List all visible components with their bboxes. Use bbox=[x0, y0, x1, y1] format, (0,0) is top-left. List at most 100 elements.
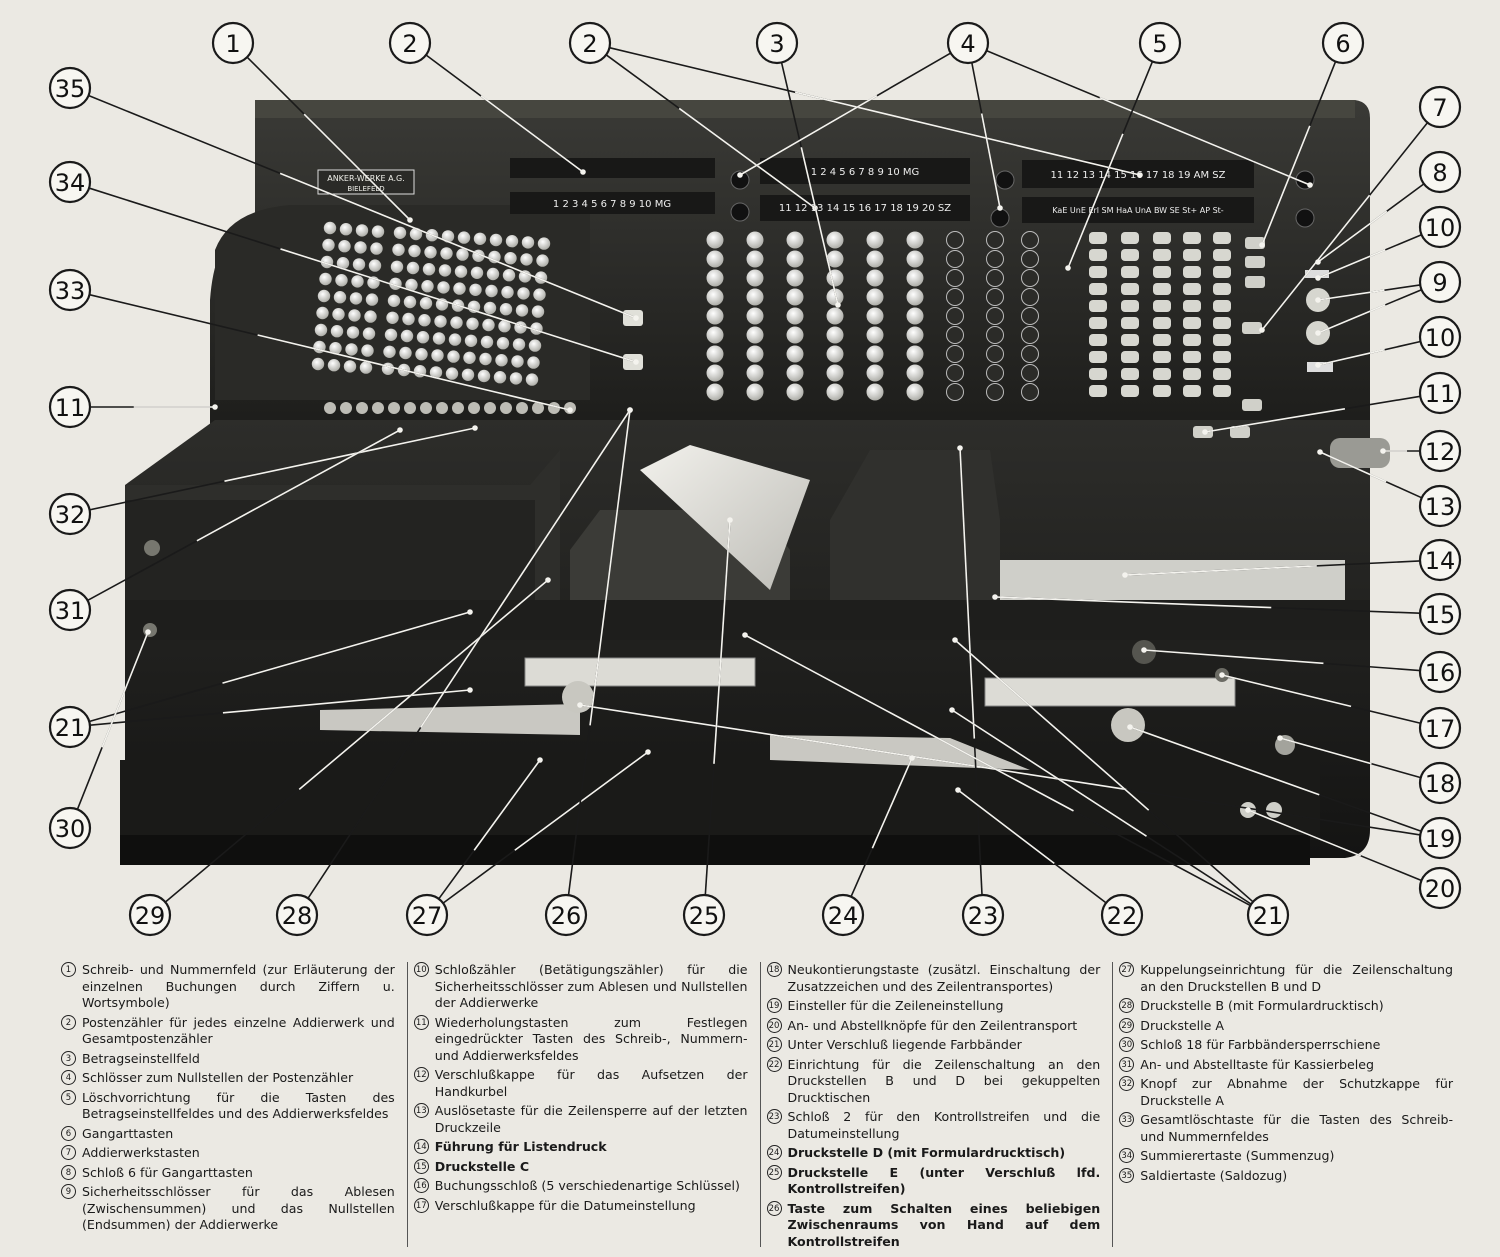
amount-key bbox=[986, 326, 1004, 344]
legend-item: 13 Auslösetaste für die Zeilensperre auf … bbox=[413, 1103, 748, 1136]
legend-text: Löschvorrichtung für die Tasten des Betr… bbox=[82, 1089, 395, 1122]
register-key bbox=[1213, 266, 1231, 278]
register-key bbox=[1153, 266, 1171, 278]
callout-13: 13 bbox=[1418, 484, 1462, 528]
legend-text: Schloß 18 für Farbbändersperrschiene bbox=[1140, 1037, 1381, 1052]
alpha-key bbox=[311, 357, 325, 371]
legend-text: Neukontierungstaste (zusätzl. Einschaltu… bbox=[787, 962, 1101, 994]
callout-label: 22 bbox=[1107, 902, 1138, 930]
alpha-key bbox=[499, 303, 513, 316]
alpha-key bbox=[354, 241, 367, 254]
callout-circle bbox=[1418, 484, 1462, 528]
leader-dot bbox=[633, 359, 639, 365]
leader-dot bbox=[580, 169, 586, 175]
counter-window bbox=[1305, 270, 1329, 278]
legend-text: Druckstelle E (unter Verschluß lfd. Kont… bbox=[787, 1164, 1101, 1197]
amount-key bbox=[946, 383, 964, 401]
amount-key bbox=[946, 231, 964, 249]
amount-key bbox=[706, 250, 724, 268]
leader-line-light bbox=[871, 757, 913, 849]
legend-text: Auslösetaste für die Zeilensperre auf de… bbox=[434, 1103, 748, 1135]
alpha-key bbox=[477, 369, 491, 383]
alpha-key bbox=[418, 314, 431, 327]
callout-circle bbox=[1418, 592, 1462, 636]
leader-line-light bbox=[222, 611, 471, 684]
legend-text: Taste zum Schalten eines beliebigen Zwis… bbox=[787, 1200, 1101, 1249]
alpha-key bbox=[463, 351, 476, 364]
leader-dot bbox=[992, 594, 998, 600]
repeat-key bbox=[420, 402, 432, 414]
leader-line-light bbox=[420, 409, 631, 728]
strip-top-left: 1 2 3 4 5 6 7 8 9 10 MG bbox=[553, 199, 671, 210]
register-key bbox=[1213, 368, 1231, 380]
alpha-key bbox=[440, 247, 453, 260]
leader-dot bbox=[909, 755, 915, 761]
legend-number: 16 bbox=[413, 1178, 429, 1193]
amount-key bbox=[826, 383, 844, 401]
legend-number: 26 bbox=[766, 1200, 782, 1216]
register-key bbox=[1089, 283, 1107, 295]
callout-circle bbox=[1418, 260, 1462, 304]
register-key bbox=[1089, 317, 1107, 329]
alpha-key bbox=[448, 333, 462, 346]
amount-key bbox=[906, 383, 924, 401]
amount-key bbox=[946, 250, 964, 268]
amount-key bbox=[1021, 345, 1039, 363]
callout-circle bbox=[961, 893, 1005, 937]
legend-text: Betragseinstellfeld bbox=[82, 1050, 200, 1066]
amount-key bbox=[906, 269, 924, 287]
alpha-key bbox=[365, 293, 379, 306]
alpha-key bbox=[437, 281, 450, 294]
alpha-key bbox=[429, 366, 443, 379]
legend-number: 13 bbox=[413, 1103, 429, 1118]
callout-33: 33 bbox=[48, 268, 92, 312]
leader-line-light bbox=[514, 751, 649, 851]
legend-number: 3 bbox=[61, 1050, 76, 1066]
alpha-key bbox=[466, 317, 479, 330]
leader-dot bbox=[1277, 735, 1283, 741]
callout-2: 2 bbox=[568, 21, 612, 65]
register-key bbox=[1121, 249, 1139, 261]
strip-mid-right: KaE UnE Erl SM HaA UnA BW SE St+ AP St- bbox=[1052, 206, 1223, 215]
legend-text: Druckstelle B (mit Formulardrucktisch) bbox=[1140, 998, 1384, 1013]
alpha-key bbox=[469, 283, 482, 296]
legend-item: 26 Taste zum Schalten eines beliebigen Zw… bbox=[766, 1200, 1101, 1251]
amount-key bbox=[866, 250, 884, 268]
legend-text: Einsteller für die Zeileneinstellung bbox=[787, 998, 1004, 1013]
alpha-key bbox=[364, 310, 377, 323]
alpha-key bbox=[447, 350, 460, 363]
callout-label: 10 bbox=[1425, 324, 1456, 352]
callout-label: 27 bbox=[412, 902, 443, 930]
callout-12: 12 bbox=[1418, 429, 1462, 473]
alpha-key bbox=[470, 266, 484, 279]
legend-text: Verschlußkappe für die Datumeinstellung bbox=[434, 1197, 696, 1213]
alpha-key bbox=[525, 373, 539, 386]
leader-line-light bbox=[224, 427, 476, 482]
callout-10: 10 bbox=[1418, 315, 1462, 359]
leader-line-light bbox=[1317, 304, 1386, 334]
machine-figure: ANKER-WERKE A.G. BIELEFELD 1 2 3 4 5 6 7… bbox=[48, 21, 1462, 937]
callout-label: 11 bbox=[55, 394, 86, 422]
legend-number: 12 bbox=[413, 1067, 429, 1082]
amount-key bbox=[946, 364, 964, 382]
callout-label: 19 bbox=[1425, 825, 1456, 853]
callout-26: 26 bbox=[544, 893, 588, 937]
callout-circle bbox=[1246, 893, 1290, 937]
callout-circle bbox=[48, 705, 92, 749]
amount-key bbox=[1021, 269, 1039, 287]
counter-window bbox=[1307, 362, 1333, 372]
amount-key bbox=[706, 364, 724, 382]
leader-dot bbox=[1122, 572, 1128, 578]
amount-key bbox=[866, 231, 884, 249]
amount-key bbox=[866, 269, 884, 287]
callout-circle bbox=[1418, 706, 1462, 750]
alpha-key bbox=[329, 342, 342, 355]
leader-dot bbox=[1259, 327, 1265, 333]
alpha-key bbox=[456, 248, 469, 261]
callout-15: 15 bbox=[1418, 592, 1462, 636]
callout-23: 23 bbox=[961, 893, 1005, 937]
